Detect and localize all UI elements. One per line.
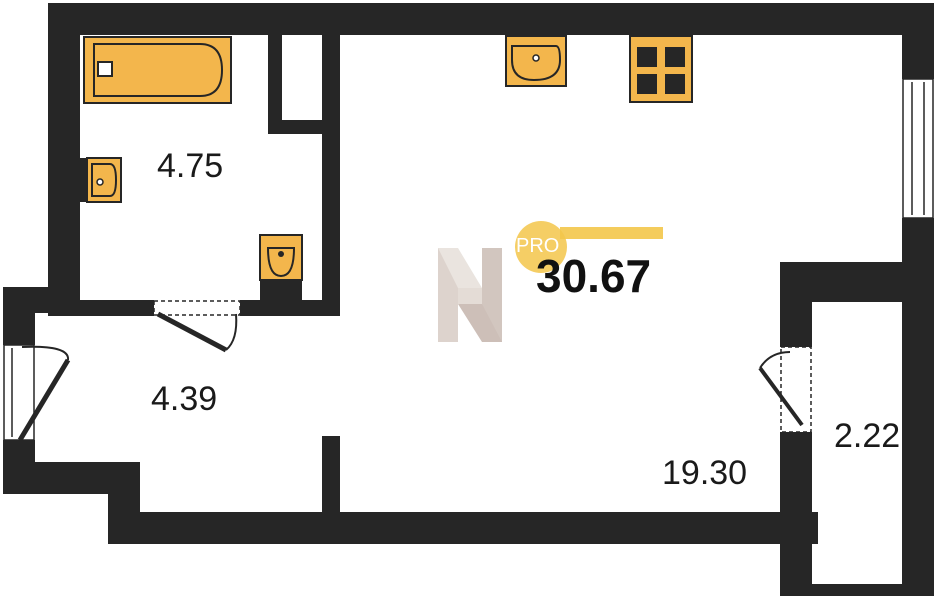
total-area: 30.67 xyxy=(536,250,652,302)
living-area-label: 19.30 xyxy=(662,454,748,492)
stove-icon xyxy=(629,35,693,103)
pro-badge-bar xyxy=(560,227,663,239)
washbasin-icon xyxy=(80,157,122,203)
entrance-door xyxy=(17,345,71,442)
h-logo-icon xyxy=(438,248,502,342)
bathtub-icon xyxy=(83,36,232,104)
balcony-area-label: 2.22 xyxy=(834,417,901,455)
hallway-area-label: 4.39 xyxy=(151,380,218,418)
bathroom-area-label: 4.75 xyxy=(157,147,224,185)
bathroom-door xyxy=(153,300,241,353)
window-right xyxy=(902,78,934,219)
walls xyxy=(3,3,934,596)
kitchen-sink-icon xyxy=(505,35,567,87)
pro-badge-text: PRO xyxy=(516,235,560,257)
pro-badge-circle xyxy=(515,221,567,273)
balcony-door xyxy=(758,346,812,433)
toilet-icon xyxy=(259,234,303,300)
